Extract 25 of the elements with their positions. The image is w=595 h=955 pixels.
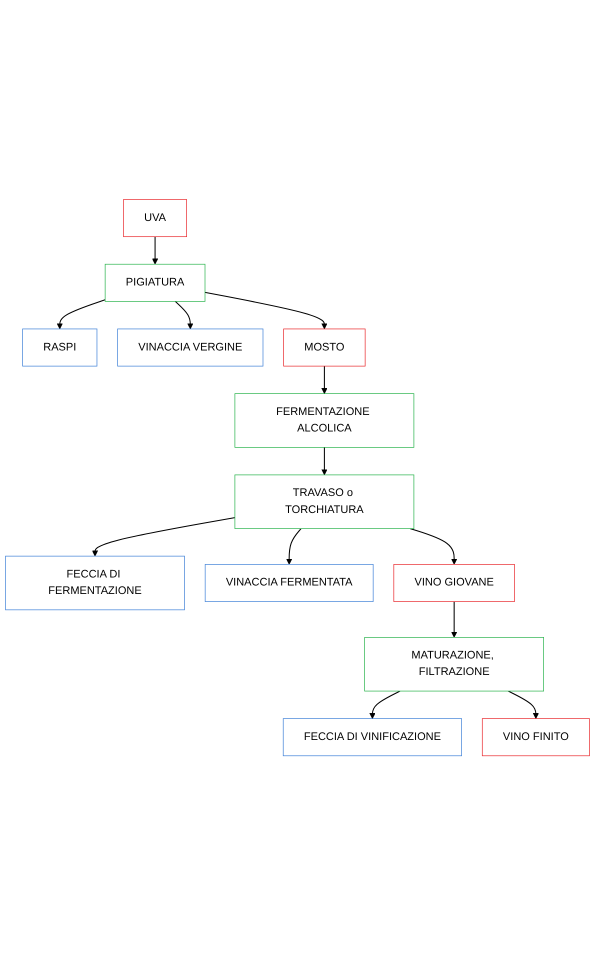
node-box: VINO FINITO xyxy=(482,718,590,756)
node-box: RASPI xyxy=(22,328,98,366)
arrow xyxy=(508,690,539,719)
node-box: FECCIA DI VINIFICAZIONE xyxy=(282,718,462,756)
arrow xyxy=(174,300,194,330)
arrow xyxy=(152,236,158,264)
node-box: PIGIATURA xyxy=(104,264,206,302)
arrow xyxy=(204,292,328,330)
node-box: VINO GIOVANE xyxy=(393,564,515,602)
arrow xyxy=(286,528,302,565)
node-box: FECCIA DI FERMENTAZIONE xyxy=(5,556,185,610)
arrow xyxy=(321,447,328,476)
arrow xyxy=(56,299,106,330)
arrow xyxy=(321,366,328,394)
node-box: MOSTO xyxy=(283,328,366,366)
node-box: FERMENTAZIONE ALCOLICA xyxy=(234,393,414,448)
arrow xyxy=(92,516,235,556)
arrow xyxy=(369,690,400,719)
node-box: TRAVASO o TORCHIATURA xyxy=(234,474,414,529)
arrow xyxy=(410,528,458,565)
node-box: VINACCIA VERGINE xyxy=(117,328,264,366)
node-box: VINACCIA FERMENTATA xyxy=(204,564,374,602)
arrow xyxy=(451,601,458,638)
node-box: MATURAZIONE, FILTRAZIONE xyxy=(364,636,544,692)
node-box: UVA xyxy=(123,199,187,237)
